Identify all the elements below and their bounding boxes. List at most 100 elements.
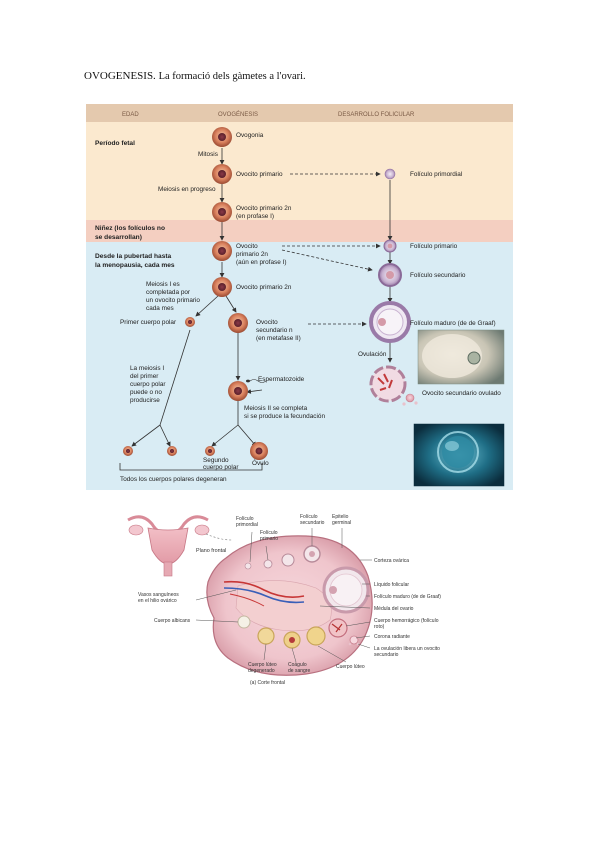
label2-luteum: Cuerpo lúteo xyxy=(336,664,365,670)
heading-subtitle: La formació dels gàmetes a l'ovari. xyxy=(158,71,306,82)
label2-ovulation-line1: La ovulación libera un ovocito xyxy=(374,646,440,652)
label-mature-follicle: Folículo maduro (de de Graaf) xyxy=(410,320,496,327)
page-heading: OVOGENESIS. La formació dels gàmetes a l… xyxy=(84,70,306,82)
primary-oocyte-2n-cell xyxy=(212,277,232,297)
label-second-polar-line1: Segundo xyxy=(203,457,229,464)
label-meiosis1-line4: cada mes xyxy=(146,305,174,312)
label-mitosis: Mitosis xyxy=(198,151,218,158)
primary-oocyte-cell xyxy=(212,164,232,184)
fertilized-oocyte-cell xyxy=(228,381,248,401)
primary-follicle xyxy=(383,239,397,253)
secondary-follicle xyxy=(378,263,402,287)
label2-primary-line2: primario xyxy=(260,536,278,542)
label2-vessels-line1: Vasos sanguíneos xyxy=(138,592,179,598)
uterus-sketch xyxy=(127,515,233,577)
label-meiosis2-line2: si se produce la fecundación xyxy=(244,413,325,420)
label-primary-oocyte: Ovocito primario xyxy=(236,171,283,178)
label-primary-b-line3: (aún en profase I) xyxy=(236,259,286,266)
label-meiosis-progress: Meiosis en progreso xyxy=(158,186,216,193)
period-puberty-line2: la menopausia, cada mes xyxy=(95,262,175,269)
primary-oocyte-puberty-cell xyxy=(212,241,232,261)
label-degenerate: Todos los cuerpos polares degeneran xyxy=(120,476,227,483)
header-band xyxy=(86,104,513,122)
label2-clot-line1: Coágulo xyxy=(288,662,307,668)
period-puberty-line1: Desde la pubertad hasta xyxy=(95,253,172,260)
label2-hemorrhagic-line1: Cuerpo hemorrágico (folículo xyxy=(374,618,439,624)
label2-vessels-line2: en el hilio ovárico xyxy=(138,598,177,604)
label2-ovulation-line2: secundario xyxy=(374,652,399,658)
label-frontal-plane: Plano frontal xyxy=(196,548,226,554)
primordial-follicle xyxy=(384,168,396,180)
label-first-polar: Primer cuerpo polar xyxy=(120,319,177,326)
primary-oocyte-prophase-cell xyxy=(212,202,232,222)
label-meiosis2-line1: Meiosis II se completa xyxy=(244,405,308,412)
label2-corona: Corona radiante xyxy=(374,634,410,640)
label-secondary-line2: secundario n xyxy=(256,327,293,334)
period-childhood-line2: se desarrollan) xyxy=(95,234,142,241)
label2-primary-line1: Folículo xyxy=(260,530,278,536)
label2-primordial-line2: primordial xyxy=(236,522,258,528)
label2-medulla: Médula del ovario xyxy=(374,606,414,612)
first-polar-body-cell xyxy=(185,317,195,327)
label2-mature: Folículo maduro (de de Graaf) xyxy=(374,594,441,600)
ovum-cell xyxy=(250,442,268,460)
label-secondary-follicle: Folículo secundario xyxy=(410,272,466,279)
fetal-band xyxy=(86,122,513,220)
label-meiosis1-line3: un ovocito primario xyxy=(146,297,200,304)
label-meiosis1-line2: completada por xyxy=(146,289,191,296)
col-age: EDAD xyxy=(122,112,139,118)
col-oogenesis: OVOGÉNESIS xyxy=(218,111,258,118)
polar-body-cell xyxy=(123,446,133,456)
label2-hemorrhagic-line2: roto) xyxy=(374,624,385,630)
label-oogonia: Ovogonia xyxy=(236,132,264,139)
label2-primordial-line1: Folículo xyxy=(236,516,254,522)
label-primary-2n-line1: Ovocito primario 2n xyxy=(236,205,292,212)
oogonia-cell xyxy=(212,127,232,147)
col-follicular: DESARROLLO FOLICULAR xyxy=(338,112,415,118)
childhood-band xyxy=(86,220,513,242)
label-primary-c: Ovocito primario 2n xyxy=(236,284,292,291)
micrograph-mature-follicle xyxy=(417,329,505,385)
label2-secondary-line1: Folículo xyxy=(300,514,318,520)
polar-body-cell xyxy=(167,446,177,456)
label2-cortex: Corteza ovárica xyxy=(374,558,409,564)
label2-degenerated-line1: Cuerpo lúteo xyxy=(248,662,277,668)
label2-secondary-line2: secundario xyxy=(300,520,325,526)
label-sperm: Espermatozoide xyxy=(258,376,305,383)
label-ovulated-oocyte: Ovocito secundario ovulado xyxy=(422,390,501,397)
heading-title: OVOGENESIS. xyxy=(84,70,156,82)
label-polar-note-line3: cuerpo polar xyxy=(130,381,166,388)
label-primary-follicle: Folículo primario xyxy=(410,243,458,250)
ovary-section xyxy=(206,535,373,676)
label-primary-b-line1: Ovocito xyxy=(236,243,258,250)
label-polar-note-line2: del primer xyxy=(130,373,159,380)
second-polar-body-cell xyxy=(205,446,215,456)
label-polar-note-line1: La meiosis I xyxy=(130,365,164,372)
label-meiosis1-line1: Meiosis I es xyxy=(146,281,180,288)
label-primordial-follicle: Folículo primordial xyxy=(410,171,462,178)
label-polar-note-line4: puede o no xyxy=(130,389,162,396)
period-fetal: Período fetal xyxy=(95,140,135,147)
label-secondary-line3: (en metafase II) xyxy=(256,335,301,342)
label-primary-2n-line2: (en profase I) xyxy=(236,213,274,220)
label-primary-b-line2: primario 2n xyxy=(236,251,268,258)
label2-clot-line2: de sangre xyxy=(288,668,310,674)
secondary-oocyte-cell xyxy=(228,313,248,333)
label-ovulation: Ovulación xyxy=(358,351,387,358)
label-second-polar-line2: cuerpo polar xyxy=(203,464,239,471)
label2-caption: (a) Corte frontal xyxy=(250,680,285,686)
label2-degenerated-line2: degenerado xyxy=(248,668,275,674)
label2-germinal-line1: Epitelio xyxy=(332,514,349,520)
ovulation-follicle xyxy=(369,365,418,406)
label-polar-note-line5: producirse xyxy=(130,397,160,404)
label-secondary-line1: Ovocito xyxy=(256,319,278,326)
label-ovum: Óvulo xyxy=(252,458,269,467)
label2-albicans: Cuerpo albicans xyxy=(154,618,191,624)
label2-germinal-line2: germinal xyxy=(332,520,351,526)
micrograph-ovulated-oocyte xyxy=(413,423,505,487)
period-childhood-line1: Niñez (los folículos no xyxy=(95,225,165,232)
label2-fluid: Líquido folicular xyxy=(374,582,409,588)
